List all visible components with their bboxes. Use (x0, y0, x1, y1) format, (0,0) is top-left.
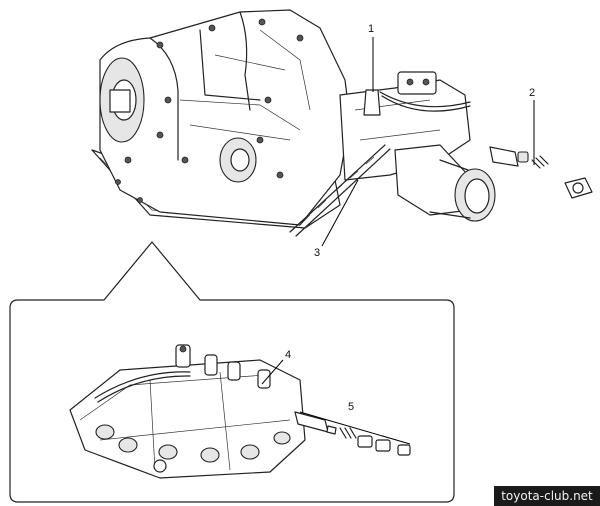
detail-inset-frame (9, 241, 455, 503)
callout-4-label: 4 (285, 349, 292, 361)
watermark: toyota-club.net (494, 486, 600, 506)
callout-3-leader (321, 179, 359, 247)
callout-5-leader-a (299, 411, 411, 445)
callout-1-label: 1 (368, 23, 375, 35)
valve-body-assembly (69, 344, 306, 479)
callout-4-leader (261, 359, 284, 385)
callout-5-label: 5 (348, 401, 355, 413)
solenoid-valve-parts (489, 146, 593, 199)
callout-2-label: 2 (529, 87, 536, 99)
transaxle-assembly (91, 9, 496, 237)
valve-spring-plug-parts (294, 411, 411, 456)
callout-3-label: 3 (314, 247, 321, 259)
